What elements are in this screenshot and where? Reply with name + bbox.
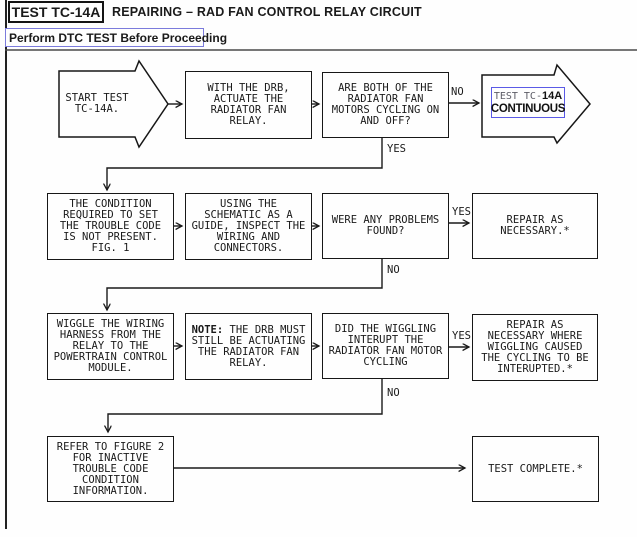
connector-problems-no-wiggle xyxy=(107,258,383,310)
node-wiggle-harness: WIGGLE THE WIRING HARNESS FROM THE RELAY… xyxy=(47,313,174,380)
node-text-line: INFORMATION. xyxy=(72,484,149,497)
note-label: NOTE: xyxy=(191,323,224,336)
test-id-label: TEST TC-14A xyxy=(11,4,101,20)
node-text-line: NECESSARY.* xyxy=(500,225,570,237)
node-text-line: IS NOT PRESENT. xyxy=(63,231,158,243)
node-text-line: MODULE. xyxy=(88,362,133,374)
label-yes-3: YES xyxy=(452,330,471,342)
node-text-line: TC-14A. xyxy=(74,103,120,115)
node-text-line: GUIDE, INSPECT THE xyxy=(191,220,306,232)
continuous-test-link-line1: TEST TC-14A xyxy=(494,90,562,103)
note-line1-rest: THE DRB MUST xyxy=(229,323,306,336)
node-text-line: CYCLING xyxy=(363,356,408,368)
node-text-line: MOTORS CYCLING ON xyxy=(331,104,440,116)
node-repair-where-wiggling: REPAIR AS NECESSARY WHERE WIGGLING CAUSE… xyxy=(472,314,598,381)
node-start: START TEST TC-14A. xyxy=(59,72,135,136)
node-text-line: WIGGLING CAUSED xyxy=(487,341,583,353)
node-text-line: FIG. 1 xyxy=(91,242,130,254)
label-yes-1: YES xyxy=(387,143,406,155)
node-text-line: STILL BE ACTUATING xyxy=(191,334,306,347)
node-text-line: REFER TO FIGURE 2 xyxy=(56,440,165,453)
connector-cycling-yes-condition xyxy=(107,138,383,190)
node-actuate-relay: WITH THE DRB, ACTUATE THE RADIATOR FAN R… xyxy=(185,71,312,139)
node-test-complete: TEST COMPLETE.* xyxy=(472,436,599,502)
node-refer-figure-2: REFER TO FIGURE 2 FOR INACTIVE TROUBLE C… xyxy=(47,436,174,502)
node-text-line: THE TROUBLE CODE xyxy=(59,220,162,232)
page-title: REPAIRING – RAD FAN CONTROL RELAY CIRCUI… xyxy=(112,5,422,19)
node-text-line: HARNESS FROM THE xyxy=(59,329,162,341)
node-text-line: THE CYCLING TO BE xyxy=(481,352,589,364)
dtc-notice-label: Perform DTC TEST Before Proceeding xyxy=(9,30,228,45)
node-text-line: THE CONDITION xyxy=(69,198,152,210)
node-text-line: CONNECTORS. xyxy=(213,242,284,254)
node-repair-as-necessary: REPAIR AS NECESSARY.* xyxy=(472,193,598,259)
node-text-line: SCHEMATIC AS A xyxy=(204,209,293,221)
node-text-line: INTERUPT THE xyxy=(347,334,424,346)
node-text-line: WERE ANY PROBLEMS xyxy=(331,214,440,226)
node-text-line: POWERTRAIN CONTROL xyxy=(53,351,168,363)
node-text-line: INTERUPTED.* xyxy=(497,363,573,375)
node-wiggling-interrupt-question: DID THE WIGGLING INTERUPT THE RADIATOR F… xyxy=(322,313,449,379)
label-no-2: NO xyxy=(387,264,400,276)
node-drb-note: NOTE: THE DRB MUST STILL BE ACTUATING TH… xyxy=(185,313,312,380)
node-fans-cycling-question: ARE BOTH OF THE RADIATOR FAN MOTORS CYCL… xyxy=(322,72,449,138)
node-text-line: RELAY. xyxy=(229,115,268,127)
node-text-line: THE RADIATOR FAN xyxy=(197,345,300,358)
node-text-line: WIGGLE THE WIRING xyxy=(56,318,165,330)
node-text-line: ACTUATE THE xyxy=(213,93,284,105)
node-text-line: WITH THE DRB, xyxy=(207,82,290,94)
node-text-line: START TEST xyxy=(65,92,129,104)
connector-wiggling-no-refer xyxy=(108,378,383,432)
link-test-prefix: TEST TC- xyxy=(493,90,542,102)
node-text-line: WIRING AND xyxy=(216,231,281,243)
node-text-line: ARE BOTH OF THE xyxy=(338,82,433,94)
node-text-line: REQUIRED TO SET xyxy=(63,209,158,221)
test-id-box: TEST TC-14A xyxy=(8,1,104,23)
node-text-line: AND OFF? xyxy=(360,115,411,127)
label-no-1: NO xyxy=(451,86,464,98)
node-text-line: REPAIR AS xyxy=(506,214,564,226)
node-text-line: FOR INACTIVE xyxy=(72,451,149,464)
node-text-line: NECESSARY WHERE xyxy=(487,330,583,342)
node-text-line: RADIATOR FAN MOTOR xyxy=(328,345,443,357)
node-text-line: FOUND? xyxy=(366,225,405,237)
node-text-line: TROUBLE CODE xyxy=(72,462,149,475)
node-text-line: RELAY TO THE xyxy=(72,340,149,352)
dtc-notice-box: Perform DTC TEST Before Proceeding xyxy=(5,28,227,47)
continuous-test-link[interactable]: TEST TC-14A CONTINUOUS xyxy=(491,87,565,118)
node-problems-found-question: WERE ANY PROBLEMS FOUND? xyxy=(322,193,449,259)
node-text-line: TEST COMPLETE.* xyxy=(488,462,583,475)
node-trouble-code-condition: THE CONDITION REQUIRED TO SET THE TROUBL… xyxy=(47,193,174,260)
node-text-line: RELAY. xyxy=(229,356,268,369)
label-no-3: NO xyxy=(387,387,400,399)
node-text-line: CONDITION xyxy=(82,473,139,486)
node-text-line: NOTE: THE DRB MUST xyxy=(191,323,306,336)
node-text-line: RADIATOR FAN xyxy=(210,104,287,116)
node-text-line: RADIATOR FAN xyxy=(347,93,424,105)
link-test-version: 14A xyxy=(541,89,563,102)
continuous-test-link-line2: CONTINUOUS xyxy=(490,102,566,115)
node-text-line: DID THE WIGGLING xyxy=(334,323,437,335)
node-text-line: USING THE xyxy=(220,198,277,210)
node-text-line: REPAIR AS xyxy=(506,319,564,331)
node-inspect-wiring: USING THE SCHEMATIC AS A GUIDE, INSPECT … xyxy=(185,193,312,260)
label-yes-2: YES xyxy=(452,206,471,218)
